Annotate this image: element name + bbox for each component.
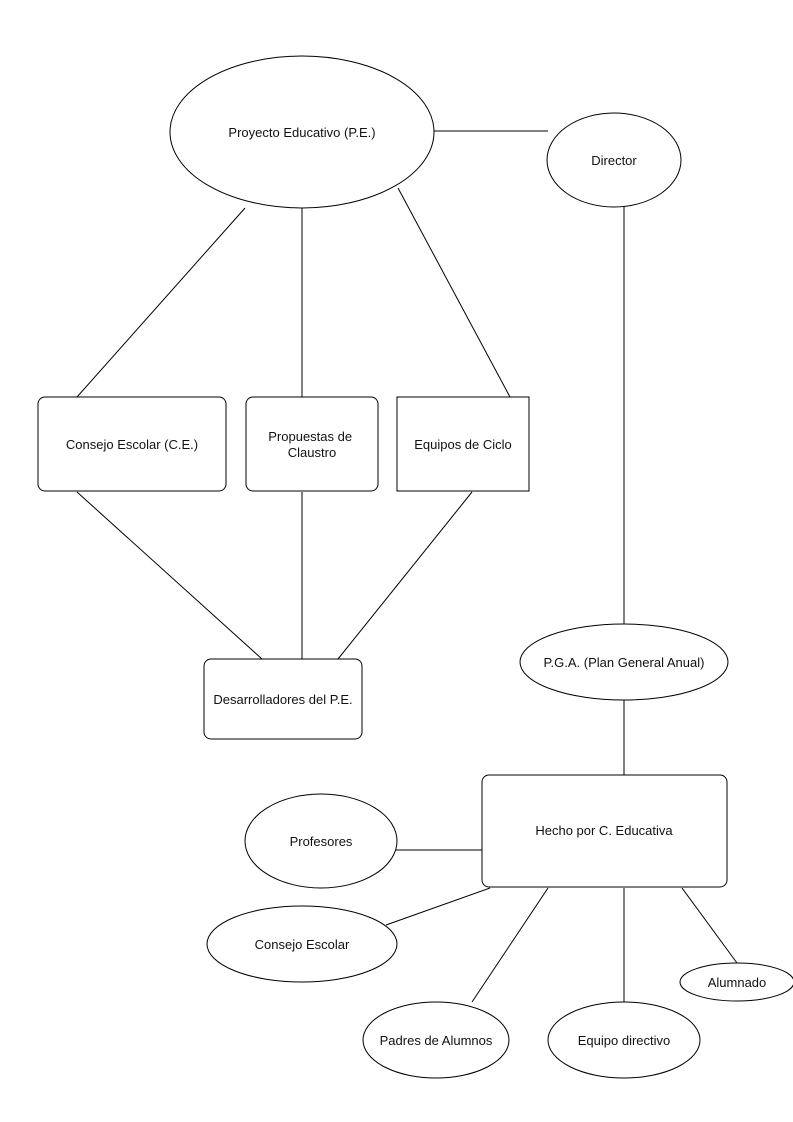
node-consejo-escolar-ce: Consejo Escolar (C.E.)	[37, 396, 227, 492]
node-proyecto-educativo-label: Proyecto Educativo (P.E.)	[228, 125, 375, 140]
node-alumnado-label: Alumnado	[708, 975, 767, 990]
node-proyecto-educativo: Proyecto Educativo (P.E.)	[169, 55, 435, 209]
node-padres-alumnos-label: Padres de Alumnos	[380, 1033, 493, 1048]
edge-pe-equipos-ciclo	[397, 187, 511, 398]
edge-pe-consejo-escolar-ce	[76, 207, 246, 398]
node-propuestas-claustro-line-1: Propuestas de	[268, 429, 352, 444]
node-pga-shape	[519, 623, 729, 701]
edge-equipos-ciclo-desarrolladores	[337, 491, 473, 660]
node-consejo-escolar-ce-label: Consejo Escolar (C.E.)	[66, 437, 198, 452]
node-profesores-shape	[244, 793, 398, 889]
node-hecho-por-label: Hecho por C. Educativa	[535, 823, 673, 838]
node-hecho-por-shape	[481, 774, 728, 888]
node-equipo-directivo: Equipo directivo	[547, 1001, 701, 1079]
node-consejo-escolar: Consejo Escolar	[206, 905, 398, 983]
node-equipos-ciclo-label: Equipos de Ciclo	[414, 437, 512, 452]
edge-hecho-por-consejo-escolar	[385, 887, 491, 926]
node-profesores: Profesores	[244, 793, 398, 889]
node-director-label: Director	[591, 153, 637, 168]
node-desarrolladores: Desarrolladores del P.E.	[203, 658, 363, 740]
node-profesores-label: Profesores	[290, 834, 353, 849]
node-propuestas-claustro-line-2: Claustro	[288, 445, 336, 460]
diagram-nodes: Proyecto Educativo (P.E.) Director Conse…	[37, 55, 793, 1079]
edge-hecho-por-alumnado	[681, 887, 738, 964]
node-equipos-ciclo: Equipos de Ciclo	[396, 396, 530, 492]
node-pga: P.G.A. (Plan General Anual)	[519, 623, 729, 701]
node-consejo-escolar-shape	[206, 905, 398, 983]
node-director: Director	[546, 112, 682, 208]
node-consejo-escolar-label: Consejo Escolar	[255, 937, 350, 952]
node-desarrolladores-label: Desarrolladores del P.E.	[213, 692, 352, 707]
node-propuestas-claustro: Propuestas de Claustro	[245, 396, 379, 492]
node-propuestas-claustro-label: Propuestas de Claustro	[268, 429, 355, 460]
node-hecho-por: Hecho por C. Educativa	[481, 774, 728, 888]
node-alumnado-shape	[679, 962, 793, 1002]
edge-hecho-por-padres-alumnos	[471, 887, 549, 1003]
node-equipos-ciclo-shape	[396, 396, 530, 492]
node-consejo-escolar-ce-shape	[37, 396, 227, 492]
node-padres-alumnos-shape	[362, 1001, 510, 1079]
node-equipo-directivo-label: Equipo directivo	[578, 1033, 671, 1048]
node-desarrolladores-shape	[203, 658, 363, 740]
node-propuestas-claustro-shape	[245, 396, 379, 492]
node-director-shape	[546, 112, 682, 208]
node-alumnado: Alumnado	[679, 962, 793, 1002]
node-pga-label: P.G.A. (Plan General Anual)	[544, 655, 705, 670]
edge-consejo-escolar-ce-desarrolladores	[76, 491, 263, 660]
diagram-edges	[76, 130, 738, 1003]
node-proyecto-educativo-shape	[169, 55, 435, 209]
node-equipo-directivo-shape	[547, 1001, 701, 1079]
node-padres-alumnos: Padres de Alumnos	[362, 1001, 510, 1079]
